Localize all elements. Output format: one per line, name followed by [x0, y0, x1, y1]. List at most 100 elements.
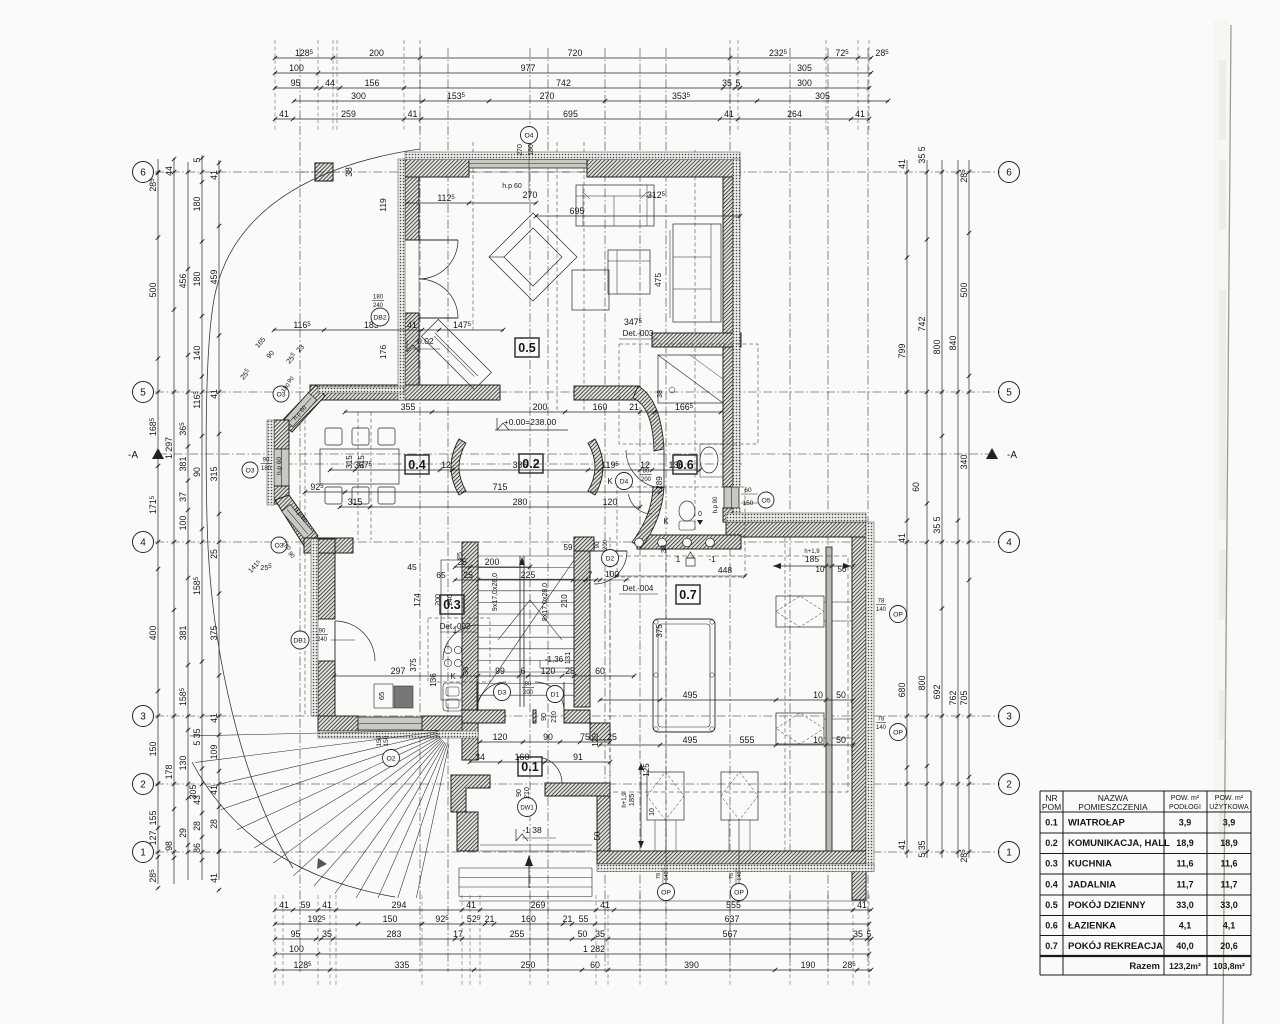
svg-text:5 35: 5 35 — [192, 728, 202, 745]
svg-text:38: 38 — [461, 667, 470, 675]
svg-text:285: 285 — [842, 960, 856, 970]
svg-text:98: 98 — [164, 841, 174, 851]
svg-text:11,6: 11,6 — [1220, 859, 1237, 869]
svg-text:180: 180 — [280, 541, 291, 553]
svg-text:59: 59 — [564, 543, 573, 552]
svg-text:210: 210 — [551, 711, 558, 723]
svg-text:270: 270 — [523, 190, 538, 200]
svg-text:95: 95 — [291, 929, 301, 939]
svg-text:285: 285 — [148, 869, 158, 883]
svg-text:90: 90 — [543, 732, 553, 742]
svg-text:25: 25 — [457, 557, 467, 567]
svg-text:0.6: 0.6 — [1045, 921, 1058, 931]
svg-text:5: 5 — [192, 157, 202, 162]
svg-text:180: 180 — [192, 272, 202, 287]
svg-text:762: 762 — [948, 691, 958, 706]
svg-text:91: 91 — [573, 752, 583, 762]
svg-text:289: 289 — [655, 476, 664, 490]
svg-text:25: 25 — [457, 552, 464, 560]
svg-text:Det.-002: Det.-002 — [440, 622, 471, 631]
svg-text:180: 180 — [373, 295, 384, 301]
svg-text:38: 38 — [344, 167, 354, 177]
svg-text:270: 270 — [517, 144, 524, 156]
svg-text:78: 78 — [656, 873, 662, 879]
svg-text:456: 456 — [178, 274, 188, 289]
svg-text:250: 250 — [521, 960, 536, 970]
svg-text:D1: D1 — [551, 691, 560, 698]
svg-text:40,0: 40,0 — [1176, 941, 1194, 951]
svg-text:41: 41 — [209, 713, 219, 723]
svg-text:695: 695 — [570, 206, 585, 216]
svg-text:33,0: 33,0 — [1176, 900, 1194, 910]
svg-text:1 282: 1 282 — [583, 944, 605, 954]
svg-text:155: 155 — [148, 811, 158, 826]
svg-text:0.5: 0.5 — [1045, 900, 1058, 910]
svg-text:45: 45 — [407, 562, 417, 572]
svg-text:D3: D3 — [498, 689, 507, 696]
svg-text:90: 90 — [541, 713, 548, 721]
svg-text:131: 131 — [563, 652, 572, 665]
svg-text:305: 305 — [815, 91, 830, 101]
svg-text:POW. m²: POW. m² — [1215, 795, 1244, 802]
svg-text:K: K — [663, 517, 669, 526]
svg-text:Det.-003: Det.-003 — [623, 329, 654, 338]
svg-text:POKÓJ REKREACJA: POKÓJ REKREACJA — [1068, 940, 1163, 952]
svg-text:283: 283 — [387, 929, 402, 939]
svg-text:0.7: 0.7 — [1045, 941, 1058, 951]
svg-text:O3: O3 — [245, 467, 254, 474]
svg-text:123,2m²: 123,2m² — [1169, 961, 1201, 971]
svg-text:340: 340 — [959, 455, 969, 470]
svg-text:335: 335 — [395, 960, 410, 970]
svg-text:41: 41 — [897, 159, 907, 169]
svg-text:11,7: 11,7 — [1220, 879, 1237, 889]
svg-text:692: 692 — [932, 685, 942, 700]
svg-text:10: 10 — [813, 690, 823, 700]
svg-text:355: 355 — [401, 402, 416, 412]
svg-text:60: 60 — [590, 960, 600, 970]
svg-text:200: 200 — [485, 557, 500, 567]
svg-text:1: 1 — [140, 848, 146, 859]
svg-text:225: 225 — [521, 570, 536, 580]
svg-text:-0.02: -0.02 — [414, 336, 434, 346]
svg-text:3: 3 — [140, 712, 146, 723]
svg-text:50: 50 — [838, 565, 847, 574]
svg-text:-1,36: -1,36 — [545, 655, 564, 664]
svg-text:33,0: 33,0 — [1220, 900, 1238, 910]
svg-text:120: 120 — [603, 497, 618, 507]
svg-text:12: 12 — [441, 460, 451, 470]
svg-text:50: 50 — [593, 831, 602, 840]
svg-text:285: 285 — [148, 178, 158, 192]
svg-text:78: 78 — [878, 717, 885, 723]
svg-text:65: 65 — [377, 692, 386, 700]
svg-text:0.2: 0.2 — [1045, 838, 1058, 848]
svg-text:448: 448 — [718, 565, 732, 575]
svg-text:6: 6 — [140, 168, 146, 179]
svg-text:285: 285 — [959, 849, 969, 863]
svg-text:0.3: 0.3 — [443, 598, 460, 612]
svg-text:1 297: 1 297 — [164, 437, 174, 459]
svg-text:41: 41 — [322, 900, 332, 910]
svg-text:5 35: 5 35 — [917, 840, 927, 857]
svg-text:41: 41 — [466, 900, 476, 910]
svg-text:12: 12 — [640, 460, 650, 470]
svg-text:Razem: Razem — [1129, 961, 1160, 972]
svg-text:495: 495 — [683, 690, 698, 700]
svg-text:100: 100 — [289, 944, 304, 954]
svg-text:140: 140 — [192, 346, 202, 361]
svg-text:120: 120 — [591, 733, 600, 747]
svg-text:h+1,9: h+1,9 — [622, 792, 628, 808]
svg-text:240: 240 — [373, 303, 384, 309]
svg-text:O2: O2 — [386, 755, 395, 762]
svg-text:0.1: 0.1 — [1045, 818, 1058, 828]
svg-text:WIATROŁAP: WIATROŁAP — [1068, 818, 1125, 829]
svg-text:200: 200 — [369, 48, 384, 58]
svg-text:178: 178 — [164, 765, 174, 780]
svg-text:50: 50 — [836, 735, 846, 745]
svg-text:174: 174 — [413, 593, 422, 607]
svg-text:0.4: 0.4 — [1045, 879, 1058, 889]
svg-text:1125: 1125 — [437, 193, 455, 203]
svg-text:18,9: 18,9 — [1176, 838, 1194, 848]
svg-text:210: 210 — [560, 594, 569, 608]
svg-text:127: 127 — [148, 831, 158, 846]
svg-text:59: 59 — [301, 900, 311, 910]
